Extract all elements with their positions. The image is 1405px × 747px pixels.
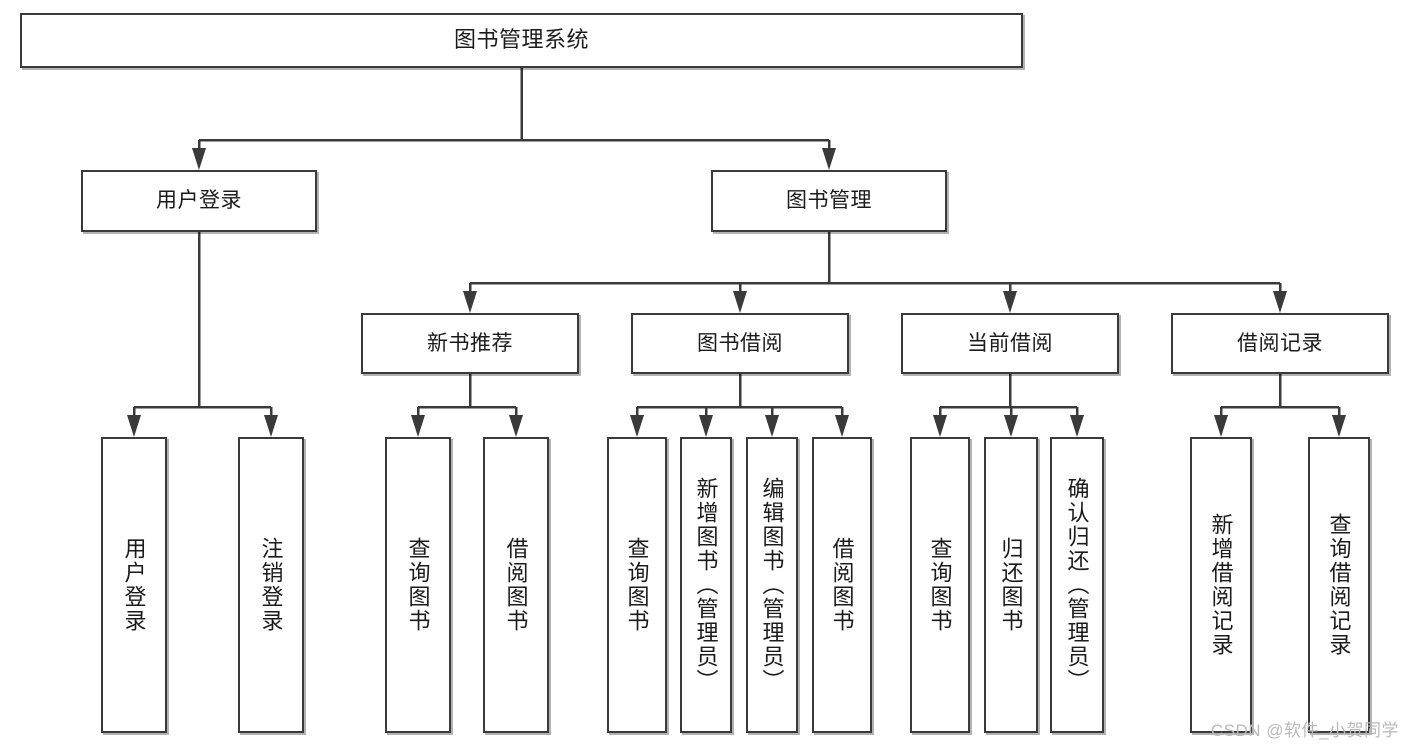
- node-leaf-query-record-label: 查询借阅记录: [1326, 513, 1352, 657]
- node-new-book-rec-label: 新书推荐: [427, 331, 513, 355]
- node-leaf-query-book-1[interactable]: 查询图书: [385, 437, 451, 733]
- node-book-borrow[interactable]: 图书借阅: [631, 313, 849, 374]
- node-user-login[interactable]: 用户登录: [81, 170, 317, 232]
- node-leaf-borrow-book-2[interactable]: 借阅图书: [812, 437, 872, 733]
- node-current-borrow[interactable]: 当前借阅: [901, 313, 1119, 374]
- node-leaf-edit-book[interactable]: 编辑图书（管理员）: [746, 437, 798, 733]
- node-leaf-borrow-book-2-label: 借阅图书: [829, 537, 855, 633]
- node-book-borrow-label: 图书借阅: [697, 331, 783, 355]
- node-leaf-confirm-return-label: 确认归还（管理员）: [1064, 477, 1090, 693]
- node-leaf-query-book-1-label: 查询图书: [405, 537, 431, 633]
- node-leaf-return-book-label: 归还图书: [998, 537, 1024, 633]
- node-leaf-add-record-label: 新增借阅记录: [1208, 513, 1234, 657]
- node-borrow-record[interactable]: 借阅记录: [1171, 313, 1389, 374]
- node-leaf-add-book[interactable]: 新增图书（管理员）: [680, 437, 732, 733]
- node-leaf-query-book-2[interactable]: 查询图书: [607, 437, 667, 733]
- node-leaf-query-book-3-label: 查询图书: [927, 537, 953, 633]
- node-current-borrow-label: 当前借阅: [967, 331, 1053, 355]
- node-leaf-borrow-book-1-label: 借阅图书: [503, 537, 529, 633]
- node-root[interactable]: 图书管理系统: [20, 13, 1023, 68]
- node-new-book-rec[interactable]: 新书推荐: [361, 313, 579, 374]
- node-leaf-query-book-2-label: 查询图书: [624, 537, 650, 633]
- node-leaf-user-logout[interactable]: 注销登录: [238, 437, 304, 733]
- node-leaf-add-book-label: 新增图书（管理员）: [693, 477, 719, 693]
- node-leaf-user-login[interactable]: 用户登录: [101, 437, 167, 733]
- node-book-manage[interactable]: 图书管理: [711, 170, 947, 232]
- node-borrow-record-label: 借阅记录: [1237, 331, 1323, 355]
- node-leaf-query-book-3[interactable]: 查询图书: [910, 437, 970, 733]
- node-leaf-user-logout-label: 注销登录: [258, 537, 284, 633]
- node-leaf-query-record[interactable]: 查询借阅记录: [1308, 437, 1370, 733]
- watermark: CSDN @软件_小贺同学: [1210, 721, 1399, 740]
- node-leaf-borrow-book-1[interactable]: 借阅图书: [483, 437, 549, 733]
- node-leaf-user-login-label: 用户登录: [121, 537, 147, 633]
- node-book-manage-label: 图书管理: [786, 189, 872, 213]
- node-root-label: 图书管理系统: [453, 27, 589, 53]
- node-leaf-return-book[interactable]: 归还图书: [984, 437, 1038, 733]
- node-leaf-add-record[interactable]: 新增借阅记录: [1190, 437, 1252, 733]
- node-user-login-label: 用户登录: [156, 189, 242, 213]
- node-leaf-confirm-return[interactable]: 确认归还（管理员）: [1050, 437, 1104, 733]
- node-leaf-edit-book-label: 编辑图书（管理员）: [759, 477, 785, 693]
